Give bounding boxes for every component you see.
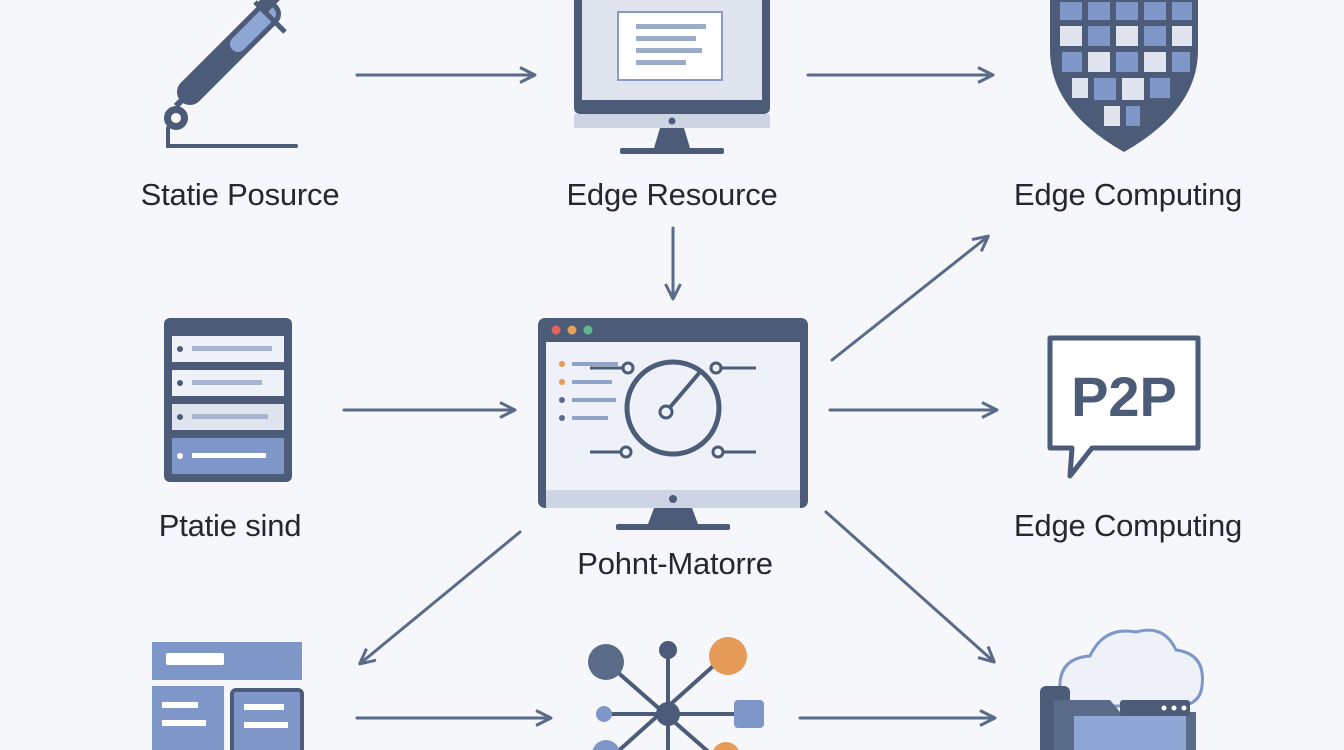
label-ptatie-sind: Ptatie sind <box>158 508 302 543</box>
cloud-folder-icon <box>1040 628 1204 750</box>
server-list-icon <box>164 318 292 482</box>
database-panels-icon <box>152 642 304 750</box>
label-edge-computing-mid: Edge Computing <box>1013 508 1243 543</box>
probe-tool-icon <box>164 0 298 148</box>
arrow-center-to-cloud <box>824 510 996 664</box>
p2p-text: P2P <box>1071 365 1177 428</box>
p2p-chat-bubble-icon: P2P <box>1047 335 1201 479</box>
label-static-posurce: Statie Posurce <box>140 177 340 212</box>
globe-shield-icon <box>1050 0 1198 152</box>
label-edge-resource: Edge Resource <box>566 177 778 212</box>
monitor-document-icon <box>574 0 770 154</box>
label-point-matorre: Pohnt-Matorre <box>577 546 773 581</box>
arrow-center-to-database <box>358 530 522 666</box>
arrow-center-to-edge-computing <box>830 234 990 362</box>
monitor-dashboard-icon <box>538 318 808 530</box>
arrows <box>342 66 999 727</box>
label-edge-computing-top: Edge Computing <box>1013 177 1243 212</box>
network-nodes-icon <box>588 637 764 750</box>
